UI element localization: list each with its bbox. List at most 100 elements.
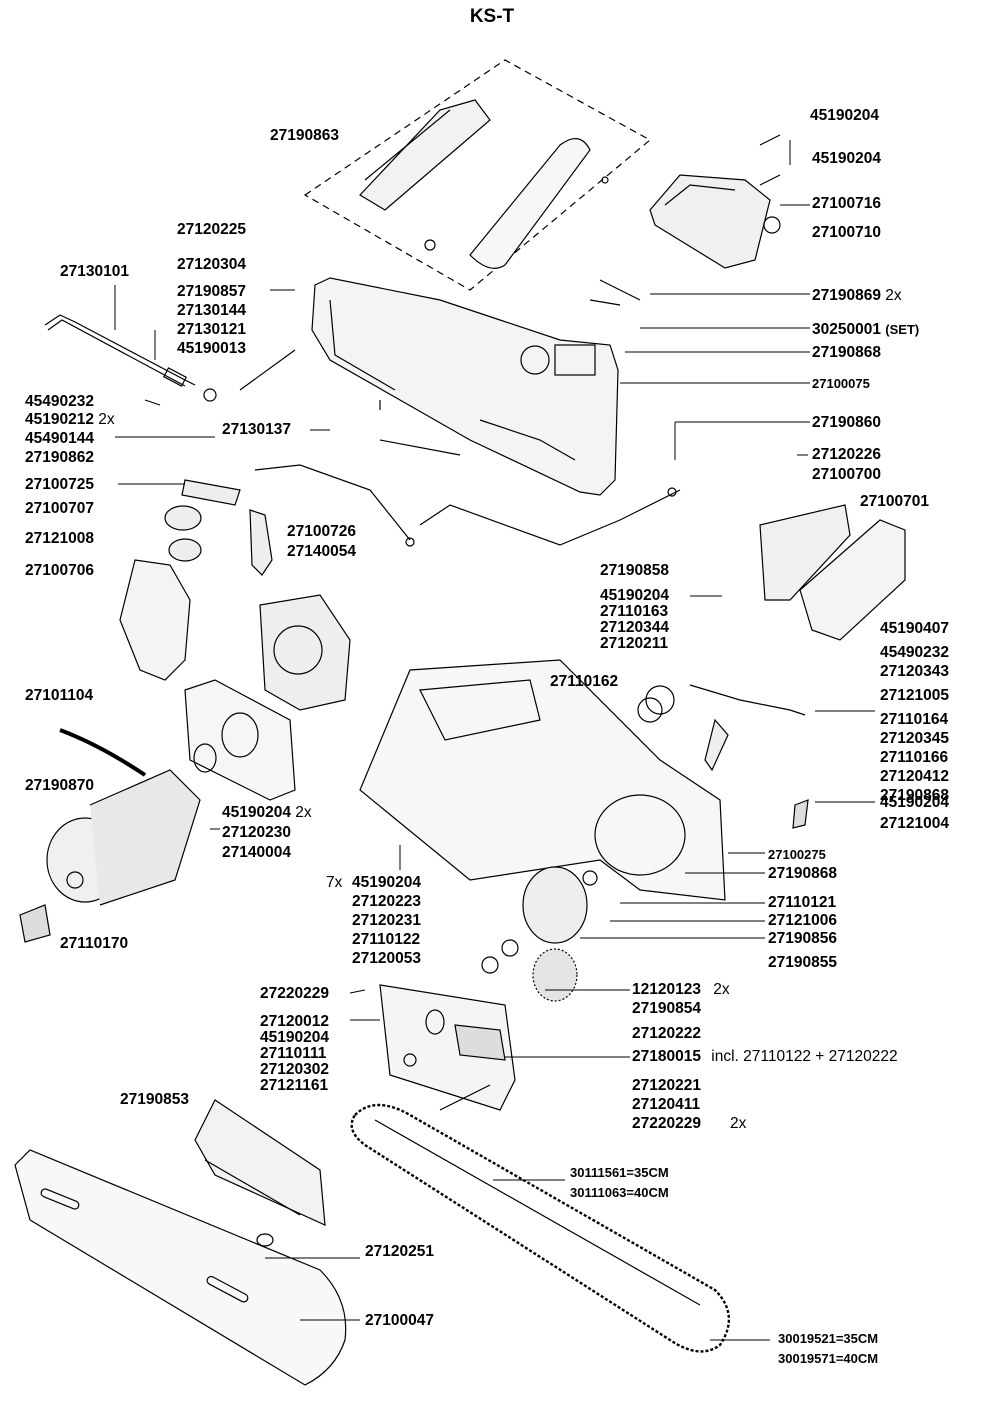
- part-label: 45190204 2x: [222, 803, 312, 822]
- part-label: 27110111: [260, 1045, 327, 1062]
- part-label: 27120226: [812, 446, 881, 463]
- part-label-group-right: 45190407 45490232 27120343 27121005 2711…: [880, 619, 949, 805]
- part-label: 27140004: [222, 844, 291, 861]
- part-number: 12120123: [632, 981, 701, 998]
- part-label: 27120412: [880, 768, 949, 785]
- part-label: 45190204: [880, 794, 949, 811]
- side-plate-part: [379, 984, 516, 1111]
- part-label: 45190212 2x: [25, 410, 115, 429]
- oil-tank-part: [119, 479, 273, 681]
- part-label: 27110163: [600, 603, 669, 620]
- part-label-group-handle: 27190857 27130144 27130121 45190013: [177, 282, 246, 358]
- stator-part: [259, 594, 351, 711]
- diagram-title: KS-T: [469, 6, 515, 27]
- part-number: 27190869: [812, 287, 881, 304]
- part-number: 30250001: [812, 321, 881, 338]
- motor-plate-part: [59, 679, 296, 801]
- part-label: 27110122: [352, 931, 421, 948]
- part-label: 27100726: [287, 523, 356, 540]
- saw-chain-part: [350, 1103, 731, 1353]
- switch-rods-part: [239, 349, 681, 547]
- part-label: 27120345: [880, 730, 949, 747]
- part-label: 27101104: [25, 687, 94, 704]
- part-label: 27120222: [632, 1025, 701, 1042]
- part-label: 27100725: [25, 476, 94, 493]
- part-label: 27120053: [352, 950, 421, 967]
- part-label: 27100706: [25, 562, 94, 579]
- quantity: 2x: [295, 804, 312, 821]
- part-label: 27120230: [222, 824, 291, 841]
- quantity: 7x: [326, 874, 343, 891]
- part-label: 27100700: [812, 466, 881, 483]
- part-label: 27120231: [352, 912, 421, 929]
- part-label: 27190857: [177, 283, 246, 300]
- part-label: 27130101: [60, 263, 129, 280]
- part-label: 27121006: [768, 912, 837, 929]
- includes-note: incl. 27110122 + 27120222: [711, 1048, 898, 1065]
- part-label: 27190856: [768, 930, 837, 947]
- part-label: 27220229: [632, 1115, 701, 1132]
- part-label: 27190854: [632, 1000, 701, 1017]
- part-label: 45190407: [880, 620, 949, 637]
- guide-bar-part: [14, 1149, 347, 1386]
- part-label: 27190868: [812, 344, 881, 361]
- part-label: 30019521=35CM: [778, 1331, 879, 1346]
- hand-guard-part: [645, 504, 906, 829]
- part-label: 27100075: [812, 376, 870, 391]
- part-label: 27110162: [550, 673, 619, 690]
- part-number: 45190204: [222, 804, 291, 821]
- part-label: 27180015 incl. 27110122 + 27120222: [632, 1047, 898, 1066]
- chain-cover-part: [194, 1099, 326, 1247]
- part-label: 27220229: [260, 985, 329, 1002]
- part-label: 45190204: [600, 587, 669, 604]
- part-label: 30019571=40CM: [778, 1351, 879, 1366]
- part-label: 27110166: [880, 749, 949, 766]
- part-label: 45190204: [352, 874, 421, 891]
- leader-lines: [114, 140, 875, 1341]
- part-label: 27100047: [365, 1312, 434, 1329]
- part-label: 45190013: [177, 340, 246, 357]
- part-label: 27121161: [260, 1077, 329, 1094]
- quantity: 2x: [885, 287, 902, 304]
- power-cord-part: [44, 314, 217, 402]
- part-label: 27120012: [260, 1013, 329, 1030]
- part-label: 45490232: [880, 644, 949, 661]
- part-label: 27100701: [860, 493, 929, 510]
- part-label: 27100275: [768, 847, 826, 862]
- part-label: 27120225: [177, 221, 246, 238]
- sprocket-part: [481, 866, 598, 1002]
- part-label: 27120223: [352, 893, 421, 910]
- part-label-group-screws: 45190204 27120223 27120231 27110122 2712…: [352, 873, 421, 968]
- part-label: 45190204: [810, 107, 879, 124]
- quantity: 2x: [98, 411, 115, 428]
- part-number: 27180015: [632, 1048, 701, 1065]
- main-housing-part: [311, 277, 641, 496]
- quantity: 2x: [730, 1115, 747, 1132]
- part-label-group-guard: 45190204 27110163 27120344 27120211: [600, 586, 669, 653]
- part-label: 30250001 (SET): [812, 320, 919, 339]
- part-label: 27121005: [880, 687, 949, 704]
- part-label: 27140054: [287, 543, 356, 560]
- part-label: 27120343: [880, 663, 949, 680]
- part-label: 12120123 2x: [632, 980, 730, 999]
- part-number: 45190212: [25, 411, 94, 428]
- part-label: 27120221: [632, 1077, 701, 1094]
- part-label: 27110164: [880, 711, 949, 728]
- part-label: 27100707: [25, 500, 94, 517]
- part-label: 27190870: [25, 777, 94, 794]
- part-label-group-bottom: 27120221 27120411 27220229: [632, 1076, 701, 1133]
- part-label: 27120211: [600, 635, 669, 652]
- top-handle-group: [303, 59, 652, 291]
- part-label: 27130121: [177, 321, 246, 338]
- part-label: 27130137: [222, 421, 291, 438]
- part-label: 27120302: [260, 1061, 329, 1078]
- gear-housing-part: [359, 659, 726, 901]
- part-label: 27110170: [60, 935, 129, 952]
- part-label: 30111063=40CM: [570, 1185, 669, 1200]
- part-label: 45490232: [25, 393, 94, 410]
- rear-cover-part: [649, 134, 781, 269]
- part-label: 27130144: [177, 302, 246, 319]
- part-label: 27120251: [365, 1243, 434, 1260]
